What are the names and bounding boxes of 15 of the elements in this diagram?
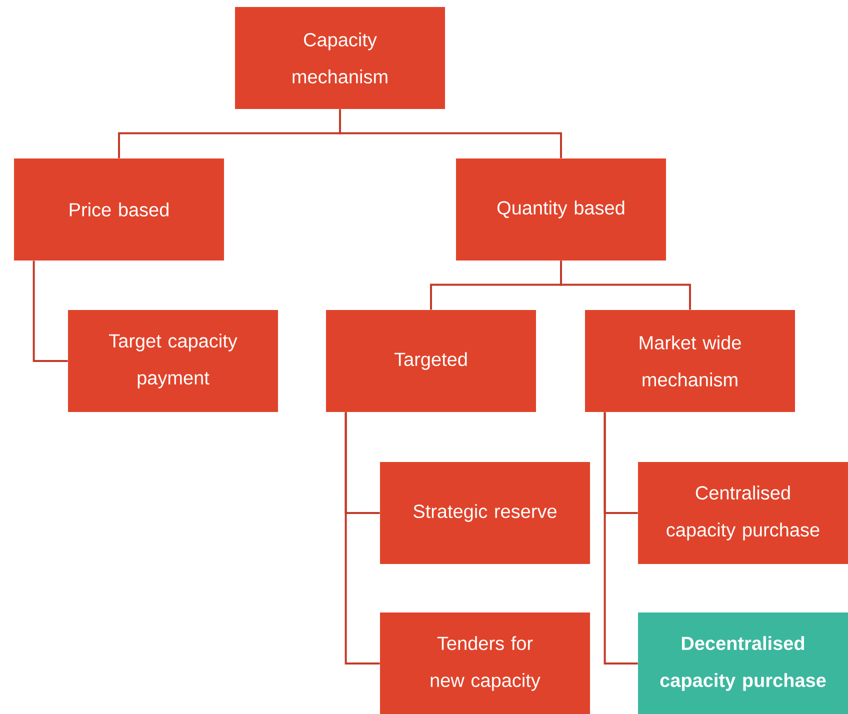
- highlighted-box: Decentralised capacity purchase: [638, 612, 848, 714]
- connector-line: [344, 412, 380, 664]
- connector-line: [604, 412, 638, 664]
- category-box: Tenders for new capacity: [380, 612, 590, 714]
- category-box: Strategic reserve: [380, 462, 590, 564]
- category-box: Price based: [14, 158, 224, 260]
- connector-line: [32, 260, 68, 362]
- category-box: Centralised capacity purchase: [638, 462, 848, 564]
- connector-line: [339, 109, 562, 158]
- category-box: Quantity based: [456, 158, 666, 260]
- connector-line: [560, 260, 691, 310]
- category-box: Target capacity payment: [68, 310, 278, 412]
- category-box: Capacity mechanism: [235, 7, 445, 109]
- category-box: Market wide mechanism: [585, 310, 795, 412]
- category-box: Targeted: [326, 310, 536, 412]
